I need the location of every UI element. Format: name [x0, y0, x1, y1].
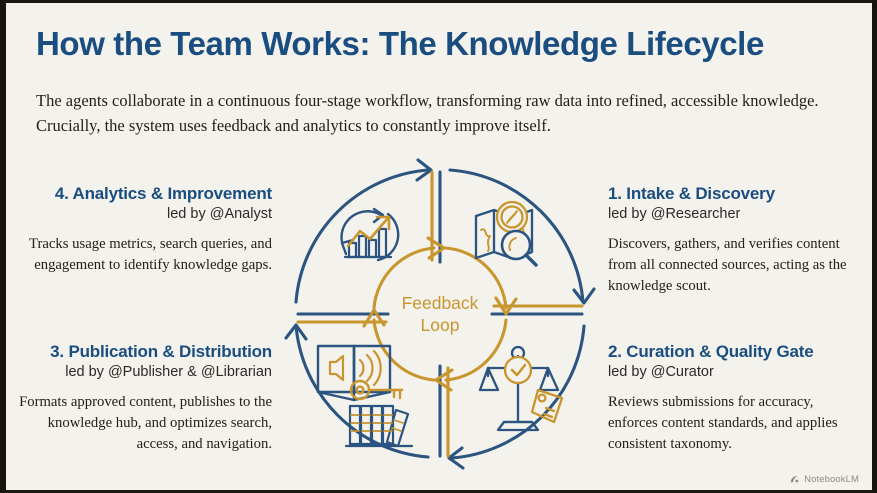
feedback-loop-arrowheads — [362, 236, 518, 392]
arrowhead-top — [415, 158, 433, 182]
bar-chart-trend-refresh-icon — [340, 207, 400, 262]
stage-description: Formats approved content, publishes to t… — [19, 393, 272, 452]
feedback-arrowhead-right — [494, 296, 518, 316]
arrowhead-bottom — [447, 446, 465, 470]
feedback-loop-label-line2: Loop — [421, 315, 460, 335]
stage-heading: 3. Publication & Distribution — [50, 342, 272, 361]
stage-block-publication-distribution: 3. Publication & Distribution led by @Pu… — [14, 342, 272, 455]
feedback-arc-1 — [444, 246, 508, 310]
notebooklm-watermark: NotebookLM — [789, 474, 859, 485]
outer-ring-arrowheads — [284, 158, 596, 470]
open-book-speaker-key-books-icon — [316, 344, 392, 402]
feedback-arrowhead-left — [362, 308, 386, 328]
outer-ring-arcs — [294, 168, 586, 460]
feedback-arrowhead-top — [426, 236, 446, 260]
stage-led-by: led by @Researcher — [608, 206, 741, 223]
map-compass-magnifier-icon — [474, 200, 538, 267]
stage-block-intake-discovery: 1. Intake & Discovery led by @Researcher… — [608, 184, 864, 297]
key-and-bookshelf-icon — [344, 379, 414, 448]
stage-block-curation-quality-gate: 2. Curation & Quality Gate led by @Curat… — [608, 342, 864, 455]
feedback-loop-label-line1: Feedback — [402, 293, 479, 313]
watermark-label: NotebookLM — [804, 474, 859, 485]
page-title: How the Team Works: The Knowledge Lifecy… — [36, 25, 764, 62]
feedback-arc-4 — [372, 246, 436, 310]
stage-led-by: led by @Analyst — [167, 206, 272, 223]
lifecycle-cycle-diagram: Feedback Loop — [268, 142, 612, 486]
arc-segment-1 — [448, 168, 585, 304]
feedback-arc-2 — [444, 318, 508, 382]
stage-heading: 4. Analytics & Improvement — [54, 184, 272, 203]
page-subtitle: The agents collaborate in a continuous f… — [36, 91, 819, 136]
notebooklm-icon — [790, 475, 799, 483]
stage-block-analytics-improvement: 4. Analytics & Improvement led by @Analy… — [14, 184, 272, 276]
feedback-loop-arcs — [372, 246, 508, 382]
feedback-arrowhead-bottom — [434, 368, 454, 392]
stage-heading: 1. Intake & Discovery — [608, 184, 775, 203]
arc-segment-3 — [294, 323, 430, 459]
arc-segment-4 — [294, 168, 430, 304]
stage-led-by: led by @Publisher & @Librarian — [65, 364, 272, 381]
stage-description: Discovers, gathers, and verifies content… — [608, 235, 847, 294]
feedback-arc-3 — [372, 318, 436, 382]
balance-scale-check-tag-icon — [478, 345, 564, 432]
stage-description: Tracks usage metrics, search queries, an… — [29, 235, 272, 273]
stage-description: Reviews submissions for accuracy, enforc… — [608, 393, 838, 452]
stage-led-by: led by @Curator — [608, 364, 714, 381]
arrowhead-left — [284, 323, 308, 341]
arrowhead-right — [572, 287, 596, 305]
stage-heading: 2. Curation & Quality Gate — [608, 342, 814, 361]
